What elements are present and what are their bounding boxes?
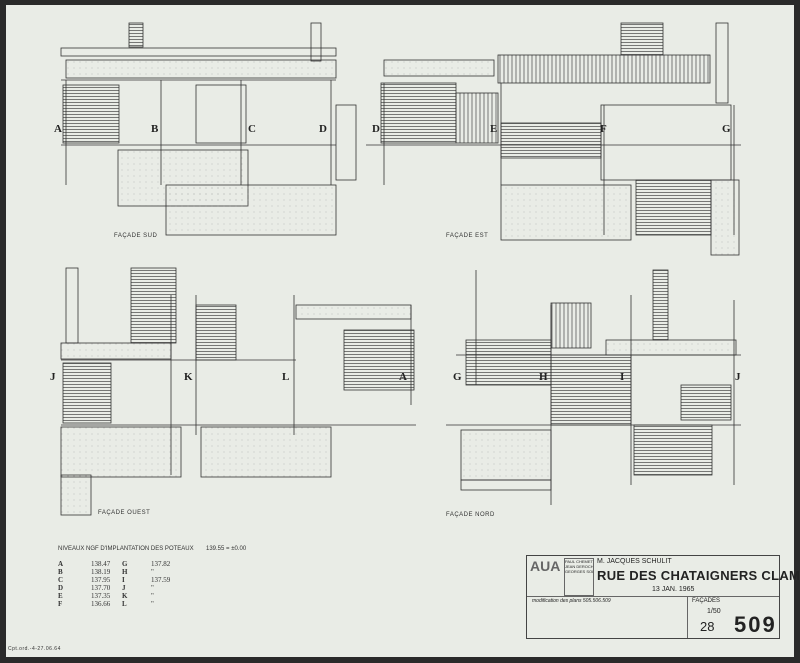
level-value: 137.70 [91,584,111,592]
title-block: AUA PAUL CHEMETOV JEAN DEROCHE GEORGES S… [526,555,800,639]
caption-facade-est: FAÇADE EST [446,233,489,239]
levels-reference: 139.55 = ±0.00 [206,546,247,552]
level-value: " [151,600,154,608]
level-value: 137.59 [151,576,171,584]
axis-label: G [722,123,731,135]
sheet-index: 28 [700,619,715,634]
axis-label: I [620,371,625,383]
level-key: C [58,576,64,584]
level-value: " [151,584,154,592]
level-key: B [58,568,63,576]
level-key: A [58,560,64,568]
axis-label: B [151,123,159,135]
modification-note: modification des plans 505.506.509 [532,598,611,604]
address: RUE DES CHATAIGNERS CLAMART [597,568,800,583]
facade-est [366,22,741,256]
level-key: D [58,584,64,592]
caption-facade-sud: FAÇADE SUD [114,233,158,239]
level-value: 137.95 [91,576,111,584]
level-key: F [58,600,63,608]
level-key: E [58,592,63,600]
drawing-sheet: A B C D D E F G J K L A G H I J FAÇADE S… [6,5,800,657]
axis-label: J [50,371,56,383]
axis-label: K [184,371,193,383]
level-value: " [151,592,154,600]
axis-label: C [248,123,256,135]
axis-label: L [282,371,290,383]
level-key: H [122,568,128,576]
axis-label: E [490,123,498,135]
axis-label: H [539,371,548,383]
axis-label: D [319,123,327,135]
level-value: " [151,568,154,576]
scale: 1/50 [707,608,721,615]
facade-ouest [60,267,416,516]
caption-facade-nord: FAÇADE NORD [446,512,495,518]
level-key: G [122,560,128,568]
level-key: K [122,592,128,600]
axis-label: A [399,371,407,383]
facade-nord [446,269,741,505]
levels-title: NIVEAUX NGF D'IMPLANTATION DES POTEAUX [58,546,194,552]
facade-drawings [60,22,741,516]
level-value: 136.66 [91,600,111,608]
margin-note: Cpt.ord.-4-27.06.64 [8,646,61,652]
firm-logo: AUA [530,558,561,574]
axis-label: A [54,123,62,135]
level-value: 138.19 [91,568,111,576]
level-key: J [122,584,126,592]
date: 13 JAN. 1965 [652,586,695,593]
level-value: 137.35 [91,592,111,600]
facade-sud [60,22,357,236]
drawing-number: 509 [734,612,777,637]
client: M. JACQUES SCHULIT [597,558,672,565]
axis-label: G [453,371,462,383]
level-value: 137.82 [151,560,171,568]
level-key: L [122,600,127,608]
axis-label: F [600,123,607,135]
level-value: 138.47 [91,560,111,568]
caption-facade-ouest: FAÇADE OUEST [98,510,151,516]
subject: FAÇADES [692,598,721,604]
architects: PAUL CHEMETOV JEAN DEROCHE GEORGES SOLA [564,558,594,596]
level-key: I [122,576,125,584]
axis-label: D [372,123,380,135]
axis-label: J [735,371,741,383]
